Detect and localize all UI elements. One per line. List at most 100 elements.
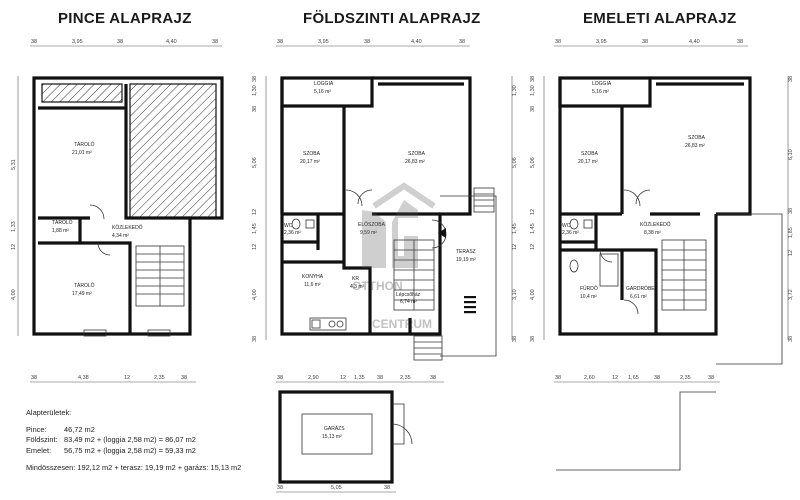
area-row-emelet: Emelet: 56,75 m2 + (loggia 2,58 m2) = 59… [26,446,241,457]
emel-dim-left-6: 12 [530,244,536,250]
fold-dim-bot-3: 1,35 [354,375,365,381]
pince-room-1-area: 1,88 m² [52,228,69,234]
fold-dim-right-5: 3,10 [512,289,518,300]
emel-dim-left-5: 1,45 [530,223,536,234]
fold-dim-bot-4: 38 [377,375,383,381]
area-label-pince: Pince: [26,424,47,434]
emel-room-2-area: 26,83 m² [685,143,705,149]
fold-dim-bot-2: 12 [340,375,346,381]
emel-dim-bot-1: 2,60 [584,375,595,381]
fold-room-0-area: 5,16 m² [314,89,331,95]
emel-dim-bot-4: 38 [654,375,660,381]
fold-dim-left-8: 38 [252,336,258,342]
pince-dim-bot-0: 38 [31,375,37,381]
pince-room-2-area: 4,34 m² [112,233,129,239]
pince-dim-bot-2: 12 [124,375,130,381]
pince-dim-bot-3: 2,35 [154,375,165,381]
fold-dim-left-4: 12 [252,209,258,215]
pince-dim-top-4: 38 [212,39,218,45]
watermark-line1: OTTHON [352,279,403,293]
emel-dim-top-0: 38 [555,39,561,45]
emel-dim-bot-3: 1,65 [628,375,639,381]
pince-plan: 38 3,95 38 4,40 38 5,31 1,33 12 4,00 [11,39,224,383]
fold-room-4-area: 9,59 m² [360,230,377,236]
fold-dim-left-3: 5,06 [252,157,258,168]
fold-dim-top-1: 3,95 [318,39,329,45]
fold-room-3-area: 2,36 m² [284,230,301,236]
pince-room-3-name: TÁROLÓ [74,282,95,289]
fold-room-3-name: WC [284,223,293,229]
pince-room-2-name: KÖZLEKEDŐ [112,224,143,231]
emel-dim-top-2: 38 [642,39,648,45]
fold-dim-left-7: 4,00 [252,289,258,300]
area-label-emelet: Emelet: [26,445,52,455]
emel-dim-right-2: 38 [788,208,794,214]
emel-dim-left-3: 5,06 [530,157,536,168]
garage-name: GARÁZS [324,425,345,432]
garage-dim-1: 5,05 [331,485,342,491]
fold-dim-top-0: 38 [277,39,283,45]
fold-dim-left-5: 1,45 [252,223,258,234]
fold-dim-right-4: 12 [512,244,518,250]
fold-dim-right-2: 5,06 [512,157,518,168]
emel-room-0-name: LOGGIA [592,81,612,87]
emel-dim-bot-2: 12 [612,375,618,381]
fold-dim-right-3: 1,45 [512,223,518,234]
fold-room-5-area: 11,6 m² [304,282,321,288]
watermark-line2: CENTRUM [372,317,432,331]
pince-room-1-name: TÁROLÓ [52,219,73,226]
fold-room-6-area: 4,3 m² [350,284,365,290]
fold-dim-left-2: 38 [252,106,258,112]
fold-dim-right-6: 38 [512,336,518,342]
pince-dim-side-1: 1,33 [11,221,17,232]
area-summary-header: Alapterületek: [26,408,72,417]
emel-dim-left-2: 38 [530,106,536,112]
fold-room-1-name: SZOBA [303,151,321,157]
emel-dim-left-0: 38 [530,76,536,82]
emel-dim-bot-0: 38 [555,375,561,381]
pince-title: PINCE ALAPRAJZ [58,10,192,27]
garage-dim-0: 38 [277,485,283,491]
emel-room-4-area: 8,38 m² [644,230,661,236]
emel-dim-top-3: 4,40 [689,39,700,45]
emel-dim-right-5: 3,72 [788,289,794,300]
foldszint-title: FÖLDSZINTI ALAPRAJZ [303,10,481,27]
emel-dim-left-4: 12 [530,209,536,215]
pince-dim-top-3: 4,40 [166,39,177,45]
fold-room-5-name: KONYHA [302,274,324,280]
fold-room-8-area: 19,19 m² [456,257,476,263]
fold-dim-left-0: 38 [252,76,258,82]
emel-dim-left-7: 4,00 [530,289,536,300]
area-value-foldszint: 83,49 m2 + (loggia 2,58 m2) = 86,07 m2 [64,435,196,445]
emelet-title: EMELETI ALAPRAJZ [583,10,737,27]
area-value-pince: 46,72 m2 [64,424,95,434]
emel-dim-right-0: 38 [788,76,794,82]
emel-dim-top-4: 38 [737,39,743,45]
fold-dim-bot-5: 2,35 [400,375,411,381]
pince-dim-top-1: 3,95 [72,39,83,45]
fold-dim-top-2: 38 [364,39,370,45]
emel-room-1-name: SZOBA [581,151,599,157]
fold-dim-left-1: 1,30 [252,85,258,96]
emel-room-6-area: 6,61 m² [630,294,647,300]
emel-room-4-name: KÖZLEKEDŐ [640,221,671,228]
garage-dim-2: 38 [384,485,390,491]
emel-room-2-name: SZOBA [688,135,706,141]
pince-dim-side-2: 12 [11,244,17,250]
pince-dim-bot-1: 4,38 [78,375,89,381]
emel-dim-left-1: 1,30 [530,85,536,96]
otthon-centrum-watermark: OTTHON CENTRUM [352,182,436,331]
fold-room-0-name: LOGGIA [314,81,334,87]
emelet-plan: 38 3,95 38 4,40 38 38 1,30 38 5,06 12 1,… [530,39,794,471]
fold-dim-top-3: 4,40 [411,39,422,45]
emel-dim-left-8: 38 [530,336,536,342]
emel-room-3-name: WC [562,223,571,229]
fold-dim-left-6: 12 [252,244,258,250]
area-summary: Alapterületek: Pince: 46,72 m2 Földszint… [26,408,241,474]
pince-dim-top-0: 38 [31,39,37,45]
emel-dim-right-6: 38 [788,336,794,342]
fold-room-7-name: Lépcsőház [396,292,421,298]
emel-dim-top-1: 3,95 [596,39,607,45]
pince-room-0-name: TÁROLÓ [74,141,95,148]
